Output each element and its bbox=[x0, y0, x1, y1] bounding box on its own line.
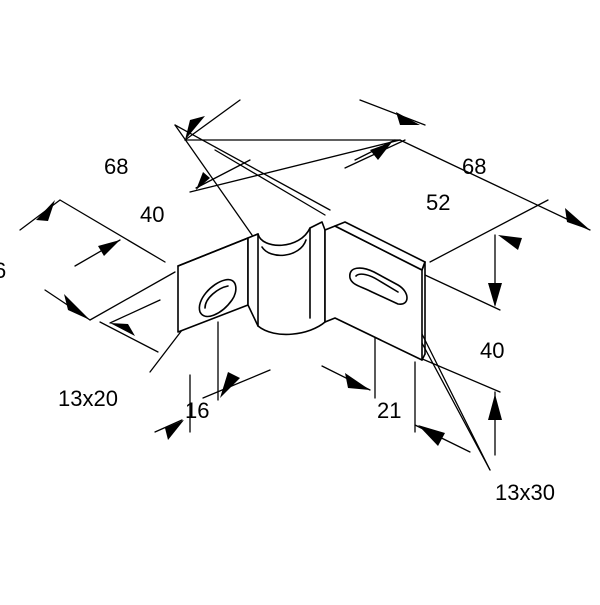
dim-right-inner: 52 bbox=[426, 190, 450, 215]
slot-hole-large bbox=[349, 267, 408, 305]
dim-flange-left: 16 bbox=[185, 398, 209, 423]
angle-bracket bbox=[177, 221, 426, 361]
dim-hole-large: 13x30 bbox=[495, 480, 555, 505]
dim-left-height-partial: 6 bbox=[0, 258, 6, 283]
slot-hole-small bbox=[198, 278, 237, 318]
arrowheads bbox=[36, 112, 590, 446]
dim-left-length: 68 bbox=[104, 154, 128, 179]
center-channel bbox=[247, 221, 326, 336]
dim-right-length: 68 bbox=[462, 154, 486, 179]
top-dimension-lines bbox=[174, 99, 591, 263]
dimension-labels: 68 40 6 68 52 40 13x20 13x30 16 21 bbox=[0, 154, 555, 505]
dim-hole-small: 13x20 bbox=[58, 386, 118, 411]
dim-right-height: 40 bbox=[480, 338, 504, 363]
dim-left-inner: 40 bbox=[140, 202, 164, 227]
dim-flange-right: 21 bbox=[377, 398, 401, 423]
